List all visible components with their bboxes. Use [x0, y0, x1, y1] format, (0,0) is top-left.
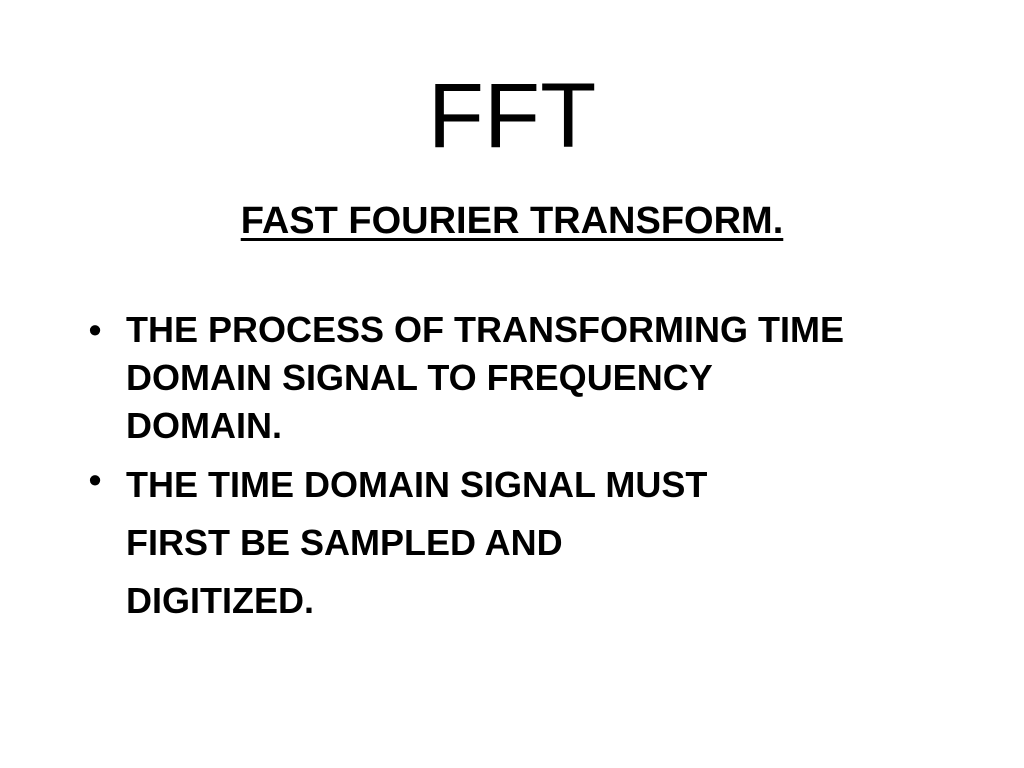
bullet-line: FIRST BE SAMPLED AND — [126, 522, 563, 563]
bullet-line: DOMAIN SIGNAL TO FREQUENCY — [126, 357, 713, 398]
bullet-item: • THE TIME DOMAIN SIGNAL MUST FIRST BE S… — [80, 456, 960, 630]
bullet-line: THE PROCESS OF TRANSFORMING TIME — [126, 309, 845, 350]
bullet-dot-icon: • — [88, 309, 102, 350]
bullet-item: • THE PROCESS OF TRANSFORMING TIME DOMAI… — [80, 306, 960, 450]
bullet-dot-icon: • — [88, 459, 102, 500]
slide-title: FFT — [427, 65, 597, 167]
bullet-list: • THE PROCESS OF TRANSFORMING TIME DOMAI… — [80, 306, 960, 630]
bullet-line: DOMAIN. — [126, 405, 282, 446]
slide-subtitle: FAST FOURIER TRANSFORM. — [240, 200, 784, 242]
bullet-line: DIGITIZED. — [126, 580, 314, 621]
bullet-line: THE TIME DOMAIN SIGNAL MUST — [126, 464, 708, 505]
